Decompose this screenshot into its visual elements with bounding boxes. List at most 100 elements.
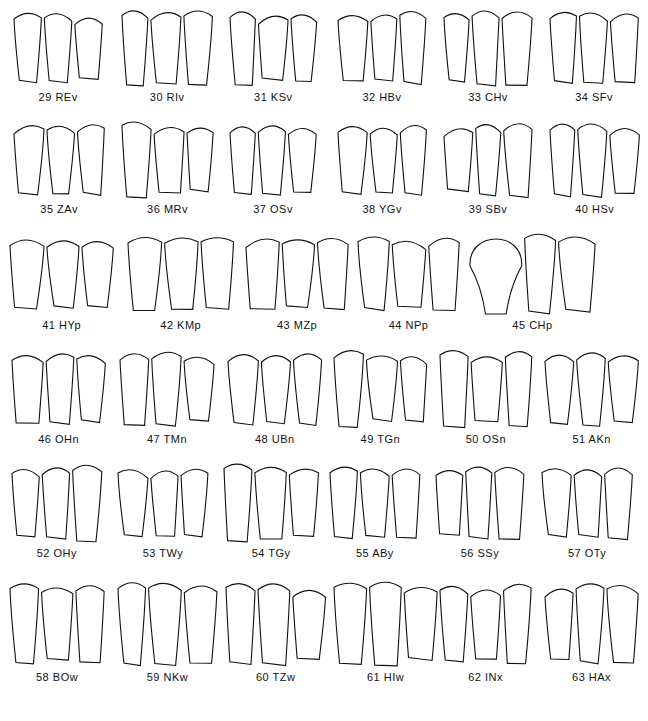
- tooth-outline: [76, 586, 104, 663]
- specimen-label: 37 OSv: [253, 203, 293, 216]
- specimen-label: 60 TZw: [256, 671, 295, 684]
- specimen-label: 38 YGv: [362, 203, 402, 216]
- tooth-outline: [46, 354, 74, 424]
- specimen-label: 58 BOw: [36, 671, 78, 684]
- tooth-outline: [14, 13, 41, 82]
- specimen-label: 54 TGy: [252, 547, 291, 560]
- tooth-outline: [154, 128, 184, 193]
- tooth-outline: [559, 237, 595, 312]
- tooth-outline: [258, 16, 288, 80]
- tooth-outline: [184, 11, 212, 85]
- tooth-outline: [42, 468, 69, 539]
- tooth-outline: [201, 238, 233, 309]
- tooth-outline: [10, 584, 39, 664]
- tooth-outline: [370, 582, 402, 666]
- tooth-outline: [444, 129, 473, 192]
- tooth-outline: [444, 14, 469, 82]
- specimen-label: 52 OHy: [37, 547, 77, 560]
- tooth-outline: [293, 590, 326, 659]
- tooth-outline: [12, 469, 39, 536]
- tooth-outline: [187, 128, 213, 192]
- tooth-outline: [472, 11, 499, 86]
- tooth-outline: [12, 356, 43, 424]
- specimen-label: 47 TMn: [147, 433, 187, 446]
- tooth-outline: [118, 470, 148, 537]
- tooth-outline: [440, 351, 468, 428]
- tooth-outline: [392, 241, 425, 307]
- tooth-outline: [151, 471, 178, 536]
- specimen-label: 59 NKw: [147, 671, 189, 684]
- tooth-outline: [577, 353, 606, 426]
- specimen-label: 42 KMp: [160, 319, 201, 332]
- specimen-label: 31 KSv: [254, 91, 292, 104]
- tooth-outline: [608, 356, 638, 423]
- tooth-outline: [504, 584, 532, 664]
- specimen-label: 63 HAx: [572, 671, 611, 684]
- tooth-outline: [152, 352, 181, 426]
- tooth-outline: [149, 583, 182, 665]
- specimen-label: 57 OTy: [568, 547, 606, 560]
- tooth-outline: [502, 12, 532, 85]
- tooth-outline: [255, 467, 286, 539]
- tooth-outline: [545, 355, 574, 424]
- specimen-label: 32 HBv: [362, 91, 401, 104]
- tooth-outline: [47, 126, 75, 194]
- specimen-label: 46 OHn: [38, 433, 79, 446]
- tooth-outline: [44, 14, 71, 83]
- specimen-label: 44 NPp: [389, 319, 429, 332]
- tooth-outline: [392, 469, 420, 538]
- tooth-outline: [471, 590, 501, 659]
- tooth-outline: [73, 465, 102, 542]
- tooth-outline: [258, 126, 285, 195]
- specimen-label: 33 CHv: [468, 91, 508, 104]
- tooth-outline: [550, 12, 576, 83]
- specimen-label: 51 AKn: [572, 433, 610, 446]
- tooth-outline: [181, 469, 208, 537]
- specimen-label: 39 SBv: [469, 203, 507, 216]
- tooth-outline: [289, 469, 318, 536]
- tooth-outline: [330, 467, 357, 539]
- tooth-outline: [128, 238, 162, 311]
- tooth-outline: [82, 242, 113, 308]
- tooth-outline: [338, 127, 367, 195]
- tooth-outline: [400, 126, 426, 196]
- tooth-outline: [338, 16, 368, 81]
- tooth-outline: [358, 237, 389, 311]
- tooth-outline: [228, 355, 258, 425]
- specimen-label: 56 SSy: [461, 547, 499, 560]
- tooth-outline: [261, 356, 290, 424]
- tooth-outline: [404, 587, 437, 660]
- tooth-outline: [184, 586, 217, 663]
- tooth-outline: [400, 11, 426, 84]
- tooth-outline: [578, 124, 607, 197]
- tooth-outline: [550, 124, 575, 197]
- specimen-label: 43 MZp: [277, 319, 317, 332]
- tooth-outline: [466, 467, 492, 539]
- tooth-outline: [293, 354, 321, 426]
- tooth-outline: [471, 357, 502, 422]
- tooth-outline: [47, 241, 79, 308]
- tooth-outline: [371, 15, 397, 81]
- tooth-outline: [224, 464, 252, 542]
- tooth-outline: [610, 14, 638, 83]
- tooth-outline: [246, 239, 279, 309]
- tooth-outline: [505, 352, 531, 427]
- tooth-outline: [605, 468, 633, 540]
- specimen-label: 55 ABy: [356, 547, 394, 560]
- tooth-outline: [77, 356, 106, 423]
- tooth-outline: [226, 584, 255, 665]
- tooth-outline: [318, 239, 349, 310]
- tooth-outline: [525, 234, 556, 314]
- specimen-label: 29 REv: [39, 91, 78, 104]
- tooth-outline: [542, 469, 571, 537]
- tooth-outline: [151, 13, 181, 84]
- specimen-label: 49 TGn: [361, 433, 401, 446]
- specimen-label: 50 OSn: [466, 433, 506, 446]
- tooth-outline: [230, 12, 255, 85]
- specimen-label: 61 HIw: [367, 671, 404, 684]
- tooth-outline: [436, 471, 463, 536]
- tooth-outline: [291, 15, 317, 82]
- tooth-outline: [288, 129, 316, 193]
- tooth-outline: [75, 18, 102, 79]
